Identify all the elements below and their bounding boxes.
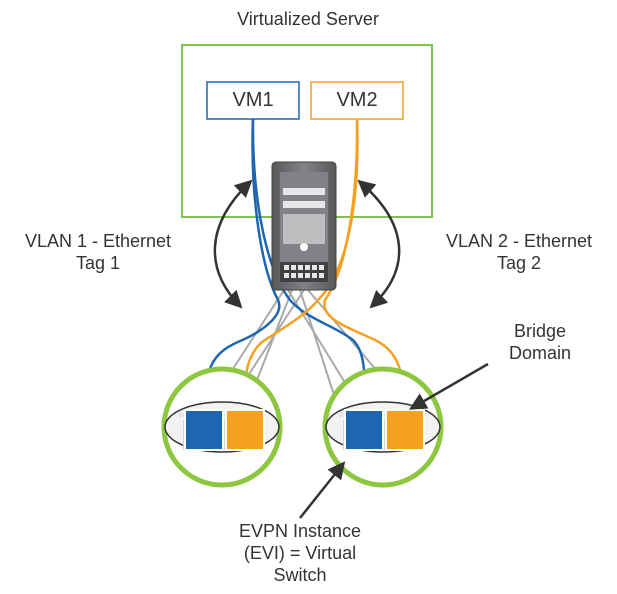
vm2-label: VM2 [336, 89, 378, 111]
evpn-line2: (EVI) = Virtual [243, 543, 357, 563]
vlan1-lines [203, 118, 367, 411]
evi-right [322, 366, 444, 488]
vlan1-arrow [213, 179, 253, 309]
bridge-domain-arrow [408, 362, 489, 410]
vlan1-label-line1: VLAN 1 - Ethernet [24, 231, 172, 251]
evpn-line1: EVPN Instance [238, 521, 362, 541]
vlan1-label-line2: Tag 1 [75, 253, 121, 273]
vm1-label: VM1 [232, 89, 274, 111]
evpn-instance-label: EVPN Instance (EVI) = Virtual Switch [200, 520, 400, 586]
vlan2-label-line2: Tag 2 [496, 253, 542, 273]
vlan2-arrow [357, 179, 401, 309]
server-icon [271, 161, 337, 291]
vlan2-label-line1: VLAN 2 - Ethernet [445, 231, 593, 251]
bridge-domain-line1: Bridge [513, 321, 567, 341]
vlan1-label: VLAN 1 - Ethernet Tag 1 [0, 230, 196, 274]
vlan2-label: VLAN 2 - Ethernet Tag 2 [421, 230, 617, 274]
evpn-line3: Switch [273, 565, 327, 585]
evi-left [161, 366, 283, 488]
vlan2-lines [242, 118, 406, 411]
evpn-instance-arrow [299, 461, 346, 519]
bridge-domain-line2: Domain [508, 343, 572, 363]
server-title: Virtualized Server [237, 9, 379, 29]
bridge-domain-label: Bridge Domain [470, 320, 610, 364]
